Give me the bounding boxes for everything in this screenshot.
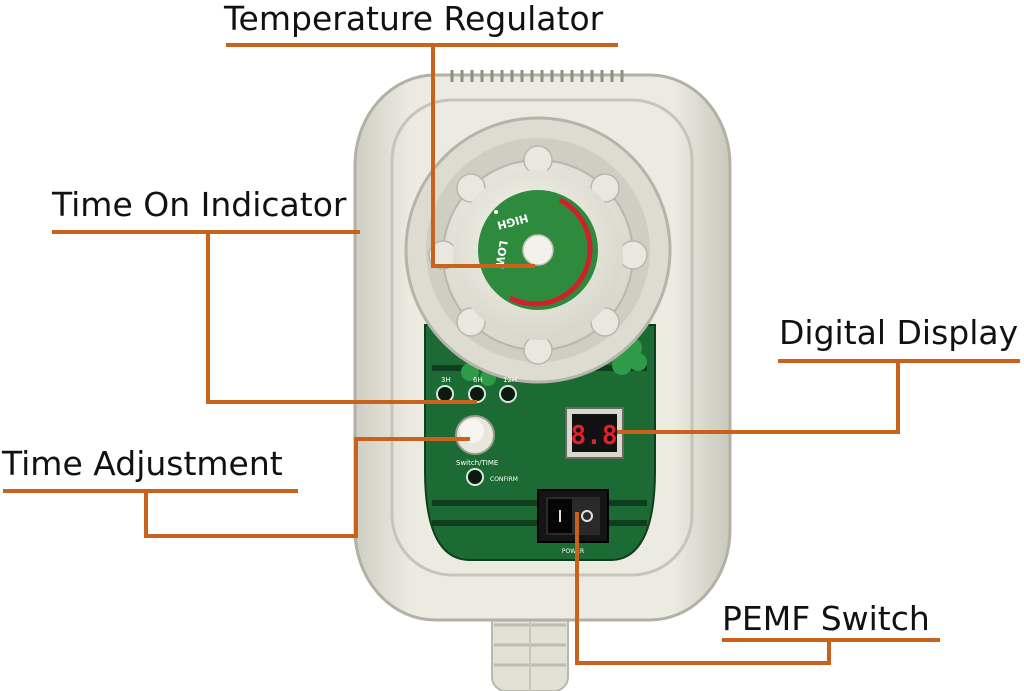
- confirm-button[interactable]: [466, 468, 484, 486]
- callout-time-adjustment: Time Adjustment: [2, 444, 283, 483]
- callout-time-on-indicator: Time On Indicator: [52, 185, 347, 224]
- timer-6h-label: 6H: [473, 376, 483, 384]
- timer-12h-label: 12H: [503, 376, 517, 384]
- leader-adjust-to-button: [144, 437, 470, 538]
- time-adjust-button[interactable]: [455, 415, 495, 455]
- leader-display-to-screen: [617, 361, 900, 434]
- pemf-power-switch[interactable]: [537, 489, 609, 543]
- timer-12h-led: [499, 385, 517, 403]
- switch-time-label: Switch/TIME: [456, 459, 498, 467]
- callout-temperature-regulator: Temperature Regulator: [224, 0, 604, 38]
- confirm-label: CONFIRM: [490, 476, 518, 483]
- timer-3h-label: 3H: [441, 376, 451, 384]
- leader-switch-to-rocker: [575, 512, 831, 665]
- leader-temperature-to-dial: [431, 45, 535, 268]
- display-readout: 8.8: [571, 421, 618, 451]
- heat-level-arc: [508, 197, 593, 307]
- power-label: POWER: [562, 548, 584, 555]
- digital-display: 8.8: [565, 407, 624, 459]
- callout-pemf-switch: PEMF Switch: [722, 599, 930, 638]
- callout-leader-lines: [3, 43, 1020, 665]
- leader-time-on-to-led: [206, 232, 477, 404]
- dial-low-label: LOW: [492, 239, 510, 269]
- timer-3h-led: [436, 385, 454, 403]
- timer-6h-led: [468, 385, 486, 403]
- power-cable: [491, 599, 569, 691]
- timer-indicators: 3H 6H 12H: [436, 376, 517, 403]
- vent-grille: [450, 70, 624, 82]
- callout-digital-display: Digital Display: [779, 313, 1019, 352]
- temperature-knob[interactable]: HIGH LOW: [428, 145, 648, 365]
